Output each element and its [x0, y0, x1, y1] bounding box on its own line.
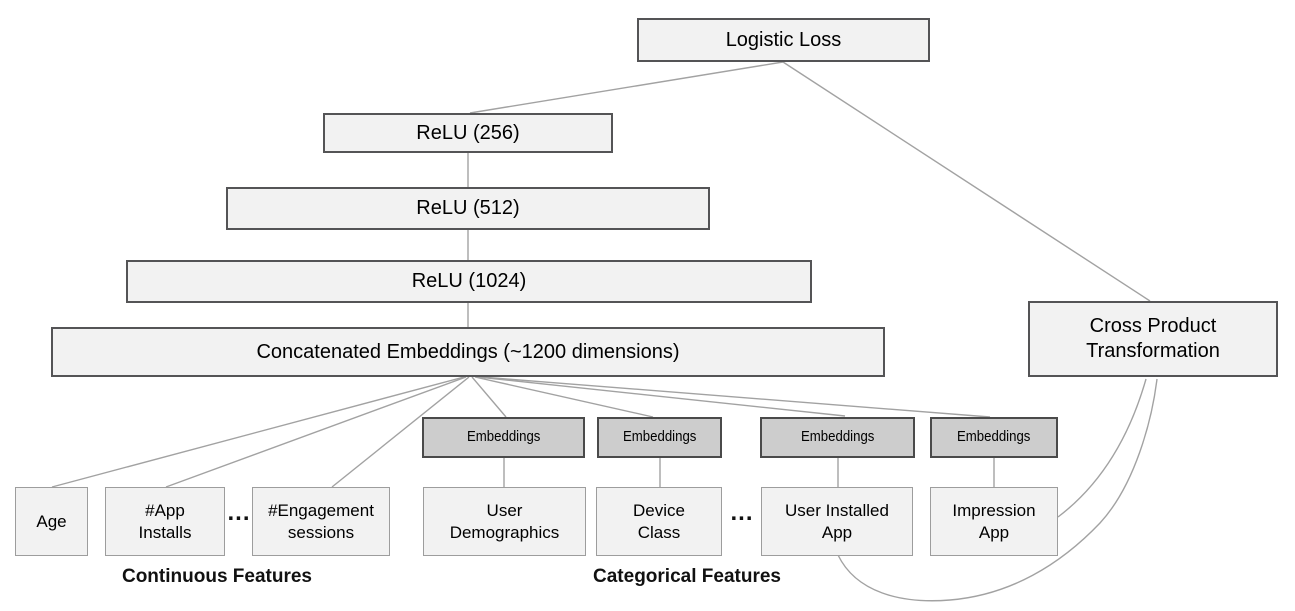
edge-concat-engagement: [331, 376, 470, 488]
node-concatenated-embeddings-label: Concatenated Embeddings (~1200 dimension…: [256, 340, 680, 363]
node-relu-1024-label: ReLU (1024): [411, 270, 527, 292]
node-app-installs-label: #App Installs: [138, 501, 192, 542]
node-relu-512-label: ReLU (512): [416, 197, 520, 219]
node-embeddings-4: Embeddings: [930, 417, 1058, 458]
ellipsis-continuous: ...: [227, 499, 251, 526]
node-user-installed-app-label: User Installed App: [785, 501, 889, 542]
node-embeddings-3-label: Embeddings: [800, 428, 875, 446]
edge-concat-age: [51, 376, 465, 488]
group-label-continuous-features: Continuous Features: [121, 566, 312, 587]
node-relu-256: ReLU (256): [323, 113, 613, 153]
edge-concat-emb4: [480, 376, 991, 418]
node-device-class: Device Class: [596, 487, 722, 556]
node-impression-app: Impression App: [930, 487, 1058, 556]
node-embeddings-1-label: Embeddings: [466, 428, 541, 446]
edge-concat-emb3: [477, 376, 846, 417]
node-relu-256-label: ReLU (256): [416, 121, 520, 144]
node-user-demographics-label: User Demographics: [449, 501, 560, 542]
node-user-demographics: User Demographics: [423, 487, 586, 556]
edge-concat-emb2: [474, 376, 654, 418]
node-engagement-sessions: #Engagement sessions: [252, 487, 390, 556]
node-impression-app-label: Impression App: [952, 501, 1036, 542]
edge-impression-crossproduct-curve: [1057, 378, 1147, 518]
edge-userinstalled-crossproduct-curve: [837, 378, 1158, 602]
node-embeddings-1: Embeddings: [422, 417, 585, 458]
node-device-class-label: Device Class: [633, 501, 685, 542]
node-engagement-sessions-label: #Engagement sessions: [268, 501, 374, 542]
edge-logloss-crossproduct: [782, 61, 1151, 302]
node-concatenated-embeddings: Concatenated Embeddings (~1200 dimension…: [51, 327, 885, 377]
node-age: Age: [15, 487, 88, 556]
node-relu-1024: ReLU (1024): [126, 260, 812, 303]
node-embeddings-4-label: Embeddings: [957, 428, 1031, 446]
node-age-label: Age: [36, 511, 67, 531]
node-logistic-loss: Logistic Loss: [637, 18, 930, 62]
node-relu-512: ReLU (512): [226, 187, 710, 230]
node-cross-product-transformation-label: Cross Product Transformation: [1086, 315, 1220, 362]
edge-concat-appinstalls: [165, 376, 467, 488]
node-cross-product-transformation: Cross Product Transformation: [1028, 301, 1278, 377]
edge-concat-emb1: [471, 376, 507, 418]
group-label-categorical-features: Categorical Features: [593, 566, 781, 587]
node-app-installs: #App Installs: [105, 487, 225, 556]
ellipsis-categorical: ...: [730, 499, 754, 526]
node-embeddings-2-label: Embeddings: [622, 428, 697, 446]
node-embeddings-2: Embeddings: [597, 417, 722, 458]
node-user-installed-app: User Installed App: [761, 487, 913, 556]
node-embeddings-3: Embeddings: [760, 417, 915, 458]
node-logistic-loss-label: Logistic Loss: [725, 28, 842, 51]
edge-logloss-relu256: [469, 61, 784, 114]
